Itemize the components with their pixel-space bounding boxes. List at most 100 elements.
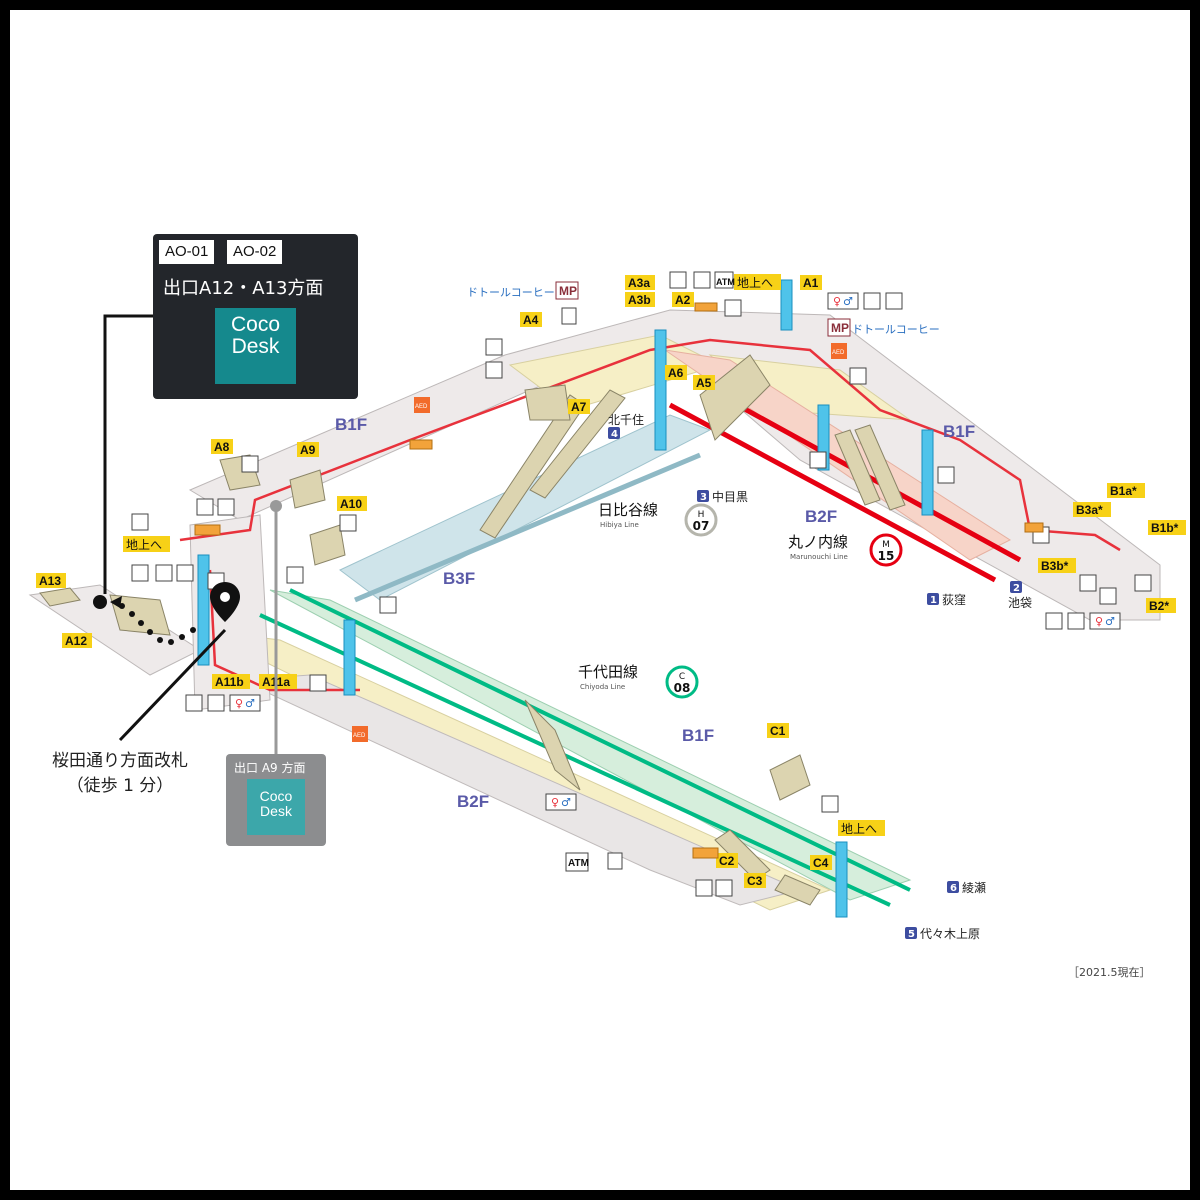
svg-text:3: 3 — [700, 492, 707, 503]
svg-text:2: 2 — [1013, 583, 1020, 594]
svg-text:北千住: 北千住 — [608, 413, 644, 427]
svg-text:B1a*: B1a* — [1110, 484, 1137, 498]
svg-text:A1: A1 — [803, 276, 819, 290]
svg-text:B3a*: B3a* — [1076, 503, 1103, 517]
svg-text:C1: C1 — [770, 724, 786, 738]
line-number: 07 — [693, 519, 710, 533]
chiyoda-b2f-platform — [199, 629, 832, 911]
coco-desk-logo: Coco Desk — [215, 308, 296, 384]
svg-text:A3a: A3a — [628, 276, 650, 290]
mp-icon: MP — [827, 318, 851, 337]
ticket-machine-icon — [669, 271, 687, 289]
line-name-en: Marunouchi Line — [790, 553, 848, 561]
svg-text:A3b: A3b — [628, 293, 651, 307]
mp-icon: MP — [555, 281, 579, 300]
svg-text:ATM: ATM — [568, 858, 589, 869]
svg-text:A2: A2 — [675, 293, 691, 307]
line-name: 丸ノ内線 — [788, 533, 848, 551]
svg-text:池袋: 池袋 — [1008, 596, 1032, 610]
line-symbol-circle — [869, 533, 903, 567]
line-letter: M — [882, 540, 890, 550]
cafe-label-right: ドトールコーヒー — [852, 323, 940, 336]
coin-locker-icon — [1134, 574, 1152, 592]
ticket-machine-icon — [155, 564, 173, 582]
location-pin-icon — [210, 582, 240, 622]
svg-text:♀: ♀ — [1095, 615, 1103, 628]
ticket-machine-icon — [695, 879, 713, 897]
svg-text:♂: ♂ — [245, 697, 255, 710]
svg-text:代々木上原: 代々木上原 — [920, 927, 980, 941]
to-ground-label-bottom: 地上へ — [841, 822, 877, 836]
to-ground-label-top: 地上へ — [737, 276, 773, 290]
coco-desk-logo: Coco Desk — [247, 779, 305, 835]
ticket-machine-icon — [1099, 587, 1117, 605]
chiyoda-track-1 — [289, 588, 911, 892]
exit-label-a10: A10 — [337, 496, 367, 511]
exit-label-c2: C2 — [716, 853, 738, 868]
aed-icon: AED — [831, 343, 847, 359]
line-name-en: Chiyoda Line — [580, 683, 625, 691]
chiyoda-track-2 — [259, 613, 891, 907]
exit-label-a3b: A3b — [625, 292, 655, 307]
exit-label-a13: A13 — [36, 573, 66, 588]
escalator-icon — [724, 299, 742, 317]
platform-5-label: 5 代々木上原 — [905, 927, 980, 941]
marunouchi-track-1 — [668, 402, 997, 583]
chiyoda-b1f-concourse — [269, 589, 912, 901]
svg-text:A8: A8 — [214, 440, 230, 454]
svg-text:A11b: A11b — [215, 675, 244, 689]
elevators — [197, 279, 934, 918]
exit-label-b3a-star: B3a* — [1073, 502, 1111, 517]
svg-text:A7: A7 — [571, 400, 587, 414]
svg-text:4: 4 — [611, 429, 618, 440]
svg-text:B1b*: B1b* — [1151, 521, 1179, 535]
exit-label-a12: A12 — [62, 633, 92, 648]
ostomate-icon — [185, 694, 203, 712]
platform-2-label: 2 池袋 — [1008, 581, 1032, 610]
exit-label-a9: A9 — [297, 442, 319, 457]
line-number: 15 — [878, 549, 895, 563]
fare-adjust-icon — [176, 564, 194, 582]
exit-label-c3: C3 — [744, 873, 766, 888]
wheelchair-icon — [485, 361, 503, 379]
logo-line-2: Desk — [260, 802, 292, 819]
line-symbol-circle — [665, 665, 699, 699]
toilet-icon — [545, 793, 577, 811]
svg-text:MP: MP — [831, 321, 849, 335]
aed-icon: AED — [352, 726, 368, 742]
callout-main-title: 出口A12・A13方面 — [163, 278, 324, 299]
escalator-icon — [379, 596, 397, 614]
fare-adjust-icon — [715, 879, 733, 897]
station-map: B1F B1F B2F B3F B1F B2F A1A2A3aA3bA4A5A6… — [28, 271, 1186, 979]
exit-label-a3a: A3a — [625, 275, 655, 290]
callout-secondary-title: 出口 A9 方面 — [234, 761, 306, 775]
ticket-machine-icon — [309, 674, 327, 692]
exit-label-c4: C4 — [810, 855, 832, 870]
wheelchair-icon — [1079, 574, 1097, 592]
exit-label-a4: A4 — [520, 312, 542, 327]
line-name: 千代田線 — [578, 663, 638, 681]
svg-text:荻窪: 荻窪 — [942, 592, 966, 607]
svg-text:綾瀬: 綾瀬 — [962, 880, 986, 895]
phone-icon — [607, 852, 623, 870]
floor-label-b1f-right: B1F — [943, 422, 975, 441]
escalator-icon — [809, 451, 827, 469]
svg-text:A5: A5 — [696, 376, 712, 390]
fare-adjust-icon — [693, 271, 711, 289]
svg-text:♂: ♂ — [843, 295, 853, 308]
svg-text:A9: A9 — [300, 443, 316, 457]
fare-adjust-icon — [217, 498, 235, 516]
logo-line-2: Desk — [231, 335, 280, 359]
svg-text:6: 6 — [950, 883, 957, 894]
cafe-label-left: ドトールコーヒー — [467, 286, 555, 299]
svg-text:中目黒: 中目黒 — [712, 489, 748, 504]
toilet-icon — [229, 694, 261, 712]
svg-text:B3b*: B3b* — [1041, 559, 1069, 573]
exit-label-a6: A6 — [665, 365, 687, 380]
svg-text:5: 5 — [908, 929, 915, 940]
phone-icon — [561, 307, 577, 325]
exit-label-a8: A8 — [211, 439, 233, 454]
aed-icon: AED — [414, 397, 430, 413]
svg-text:ATM: ATM — [716, 277, 735, 287]
